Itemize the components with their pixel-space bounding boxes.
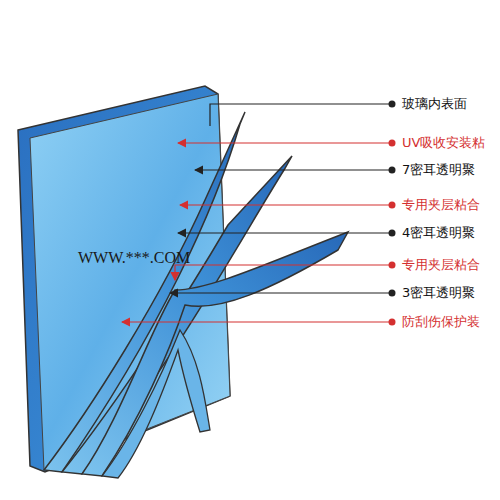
watermark: WWW.***.COM [78, 248, 190, 267]
part-label: 3密耳透明聚 [402, 285, 475, 301]
part-label: UV吸收安装粘 [402, 135, 485, 151]
part-label: 7密耳透明聚 [402, 162, 475, 178]
part-label: 防刮伤保护装 [402, 314, 480, 330]
part-label: 专用夹层粘合 [402, 257, 480, 273]
part-label: 玻璃内表面 [402, 96, 467, 112]
part-label: 4密耳透明聚 [402, 225, 475, 241]
part-label: 专用夹层粘合 [402, 197, 480, 213]
